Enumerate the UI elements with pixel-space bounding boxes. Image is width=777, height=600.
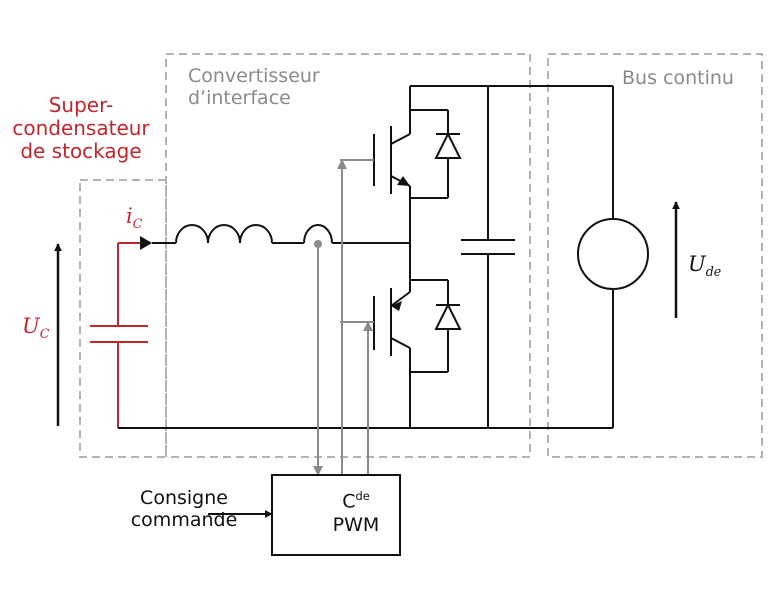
current-sensor bbox=[303, 224, 410, 248]
bus-wiring bbox=[118, 85, 614, 429]
storage-title-line1: Super- bbox=[48, 93, 114, 117]
converter-region-box bbox=[165, 53, 531, 458]
storage-region-box bbox=[79, 179, 167, 458]
voltage-uc-sub: C bbox=[39, 326, 50, 342]
current-label: iC bbox=[126, 204, 142, 232]
pwm-controller-label: Cde PWM bbox=[328, 489, 384, 537]
dc-link-capacitor bbox=[461, 86, 515, 428]
diode-lower bbox=[410, 279, 462, 373]
current-label-sub: C bbox=[132, 216, 143, 232]
voltage-ude-main: U bbox=[688, 252, 706, 276]
supercapacitor bbox=[90, 242, 148, 428]
voltage-source bbox=[577, 218, 649, 290]
controller-main: C bbox=[342, 490, 356, 513]
control-signals bbox=[313, 159, 373, 476]
storage-title: Super- condensateur de stockage bbox=[10, 94, 152, 163]
igbt-lower bbox=[340, 288, 411, 356]
control-input-line2: commande bbox=[130, 508, 238, 531]
controller-sup: de bbox=[355, 489, 370, 503]
current-label-main: i bbox=[126, 204, 133, 228]
control-input-label: Consigne commande bbox=[128, 487, 240, 532]
voltage-ude-sub: de bbox=[705, 264, 722, 280]
control-input-line1: Consigne bbox=[140, 487, 228, 509]
voltage-uc-label: UC bbox=[22, 314, 49, 342]
converter-title-line1: Convertisseur bbox=[188, 65, 320, 87]
storage-title-line3: de stockage bbox=[20, 139, 142, 163]
inductor bbox=[152, 224, 304, 244]
igbt-upper bbox=[340, 126, 411, 194]
storage-title-line2: condensateur bbox=[12, 116, 150, 140]
converter-title: Convertisseur d’interface bbox=[188, 65, 320, 110]
voltage-ude-label: Ude bbox=[688, 252, 721, 280]
voltage-uc-main: U bbox=[22, 314, 40, 338]
bus-title: Bus continu bbox=[622, 67, 734, 89]
controller-line2: PWM bbox=[332, 514, 380, 537]
controller-line1: Cde bbox=[328, 489, 384, 513]
diode-upper bbox=[410, 109, 462, 199]
dc-bus-region-box bbox=[547, 53, 763, 458]
converter-title-line2: d’interface bbox=[188, 86, 291, 109]
current-arrow bbox=[140, 236, 152, 250]
